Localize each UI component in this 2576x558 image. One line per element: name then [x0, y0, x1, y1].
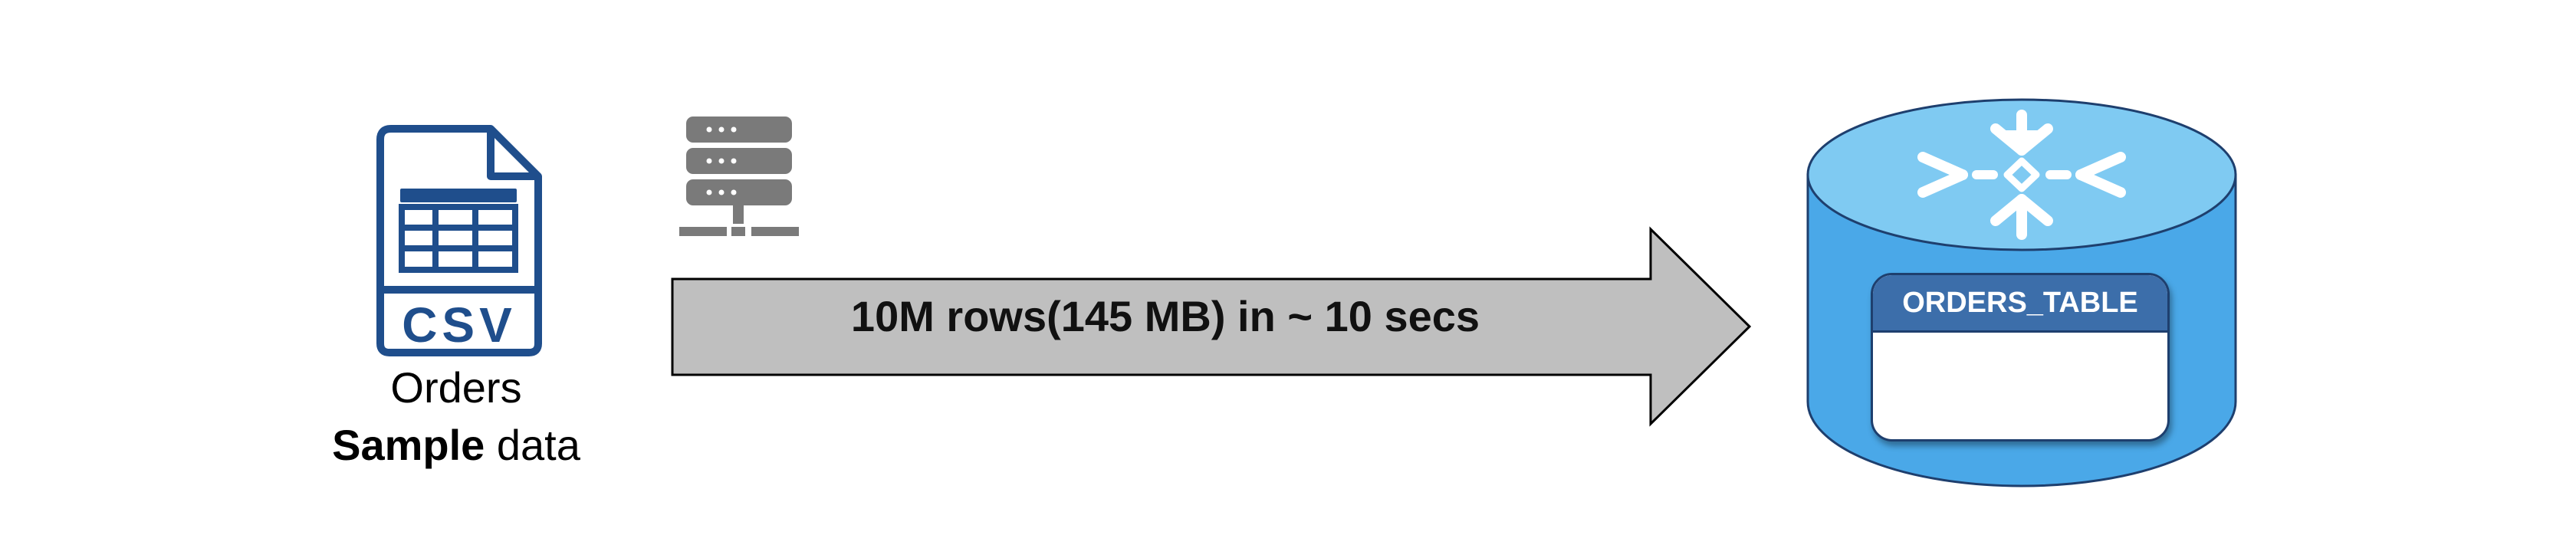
snowflake-icon	[1917, 110, 2126, 240]
source-description: Sample data	[303, 424, 610, 467]
source-description-strong: Sample	[332, 421, 485, 469]
csv-label: CSV	[402, 297, 517, 353]
source-description-rest: data	[485, 421, 580, 469]
source-name: Orders	[390, 363, 522, 412]
orders-table-card: ORDERS_TABLE	[1871, 273, 2170, 441]
flow-label: 10M rows(145 MB) in ~ 10 secs	[850, 292, 1480, 340]
orders-table-name: ORDERS_TABLE	[1873, 275, 2167, 333]
